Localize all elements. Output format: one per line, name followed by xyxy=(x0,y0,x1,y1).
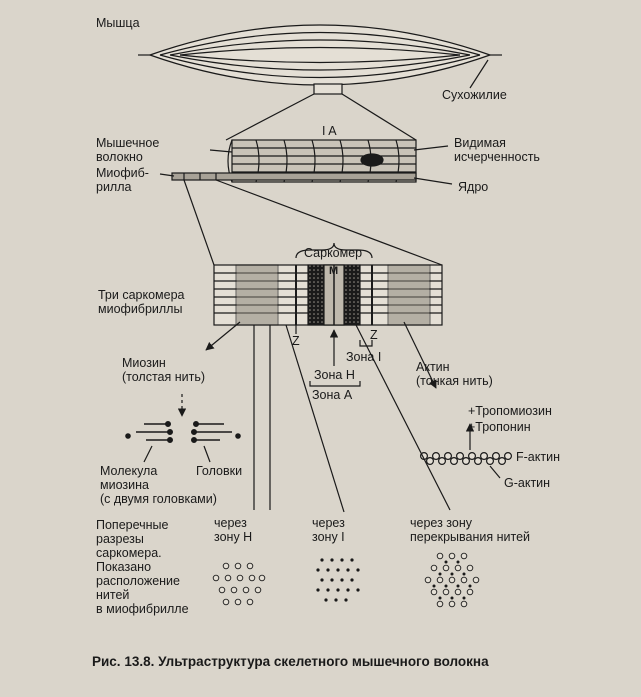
label-m-line: M xyxy=(329,265,339,277)
label-zone-a: Зона А xyxy=(312,388,353,402)
label-actin-2: (тонкая нить) xyxy=(416,374,493,388)
muscle-segment-box xyxy=(313,83,343,95)
label-cross-7: в миофибрилле xyxy=(96,602,189,616)
label-cross-4: Показано xyxy=(96,560,152,574)
label-zone-i: Зона I xyxy=(346,350,382,364)
nucleus-shape xyxy=(360,153,384,167)
label-myosin-2: (толстая нить) xyxy=(122,370,206,384)
myosin-molecules xyxy=(125,420,241,443)
label-z-right: Z xyxy=(370,328,378,342)
label-through-h-2: зону H xyxy=(214,530,253,544)
f-actin-chain xyxy=(420,452,513,466)
label-zone-h: Зона H xyxy=(314,368,355,382)
label-cross-3: саркомера. xyxy=(96,546,162,560)
label-through-h-1: через xyxy=(214,516,247,530)
label-muscle-fiber-2: волокно xyxy=(96,150,143,164)
label-myosin-molecule-2: миозина xyxy=(100,478,149,492)
label-striation-1: Видимая xyxy=(454,136,506,150)
zoom-line-right xyxy=(341,93,417,141)
muscle-shape xyxy=(138,24,502,86)
label-through-overlap-1: через зону xyxy=(410,516,472,530)
figure-caption: Рис. 13.8. Ультраструктура скелетного мы… xyxy=(92,654,489,669)
myofibril-strand xyxy=(171,172,417,181)
label-through-overlap-2: перекрывания нитей xyxy=(410,530,531,544)
label-muscle-fiber-1: Мышечное xyxy=(96,136,160,150)
cross-section-i xyxy=(316,558,360,602)
label-cross-6: нитей xyxy=(96,588,130,602)
cross-section-overlap xyxy=(424,552,480,608)
sarcomeres xyxy=(213,264,443,326)
label-actin-1: Актин xyxy=(416,360,450,374)
label-cross-1: Поперечные xyxy=(96,518,169,532)
label-three-sarcomeres-2: миофибриллы xyxy=(98,302,183,316)
label-cross-2: разрезы xyxy=(96,532,144,546)
label-heads: Головки xyxy=(196,464,243,478)
label-band-a: I A xyxy=(322,124,337,138)
label-z-left: Z xyxy=(292,334,300,348)
label-myosin-molecule-1: Молекула xyxy=(100,464,158,478)
label-striation-2: исчерченность xyxy=(454,150,540,164)
label-myofibril-2: рилла xyxy=(96,180,132,194)
label-sarcomere: Саркомер xyxy=(304,246,363,260)
label-myofibril-1: Миофиб- xyxy=(96,166,149,180)
label-nucleus: Ядро xyxy=(458,180,489,194)
label-myosin-1: Миозин xyxy=(122,356,166,370)
label-through-i-1: через xyxy=(312,516,345,530)
label-through-i-2: зону I xyxy=(312,530,345,544)
cross-section-h xyxy=(212,562,266,606)
label-troponin: +Тропонин xyxy=(468,420,531,434)
label-f-actin: F-актин xyxy=(516,450,560,464)
label-cross-5: расположение xyxy=(96,574,180,588)
label-tendon: Сухожилие xyxy=(442,88,507,102)
label-g-actin: G-актин xyxy=(504,476,551,490)
label-three-sarcomeres-1: Три саркомера xyxy=(98,288,185,302)
label-myosin-molecule-3: (с двумя головками) xyxy=(100,492,217,506)
zoom-line-left xyxy=(225,93,315,141)
label-tropomyosin: +Тропомиозин xyxy=(468,404,552,418)
label-muscle: Мышца xyxy=(96,16,140,30)
